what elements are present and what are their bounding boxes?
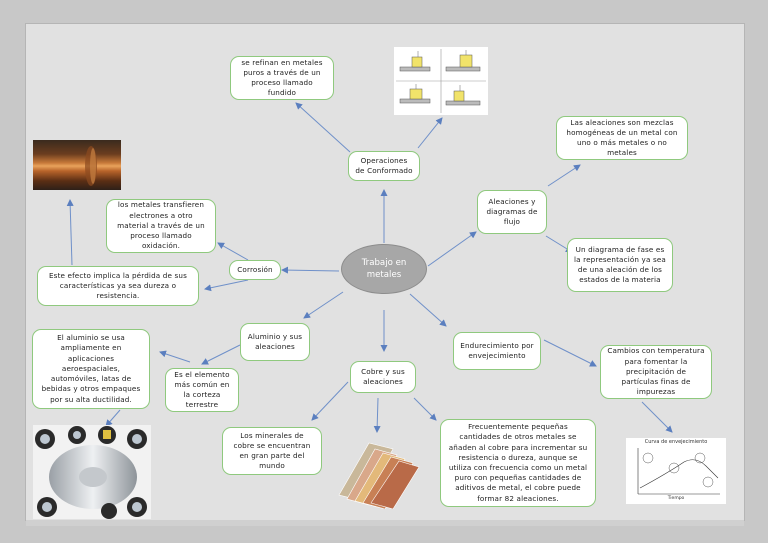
node-corrosion[interactable]: Corrosión (229, 260, 281, 280)
aging-chart-xlabel: Tiempo (667, 496, 685, 501)
central-topic[interactable]: Trabajo en metales (341, 244, 427, 294)
node-minerales-cobre-text: Los minerales de cobre se encuentran en … (233, 430, 311, 471)
node-cambios-temp[interactable]: Cambios con temperatura para fomentar la… (600, 345, 712, 399)
node-metales-transfieren-text: los metales transfieren electrones a otr… (117, 200, 205, 251)
node-efecto-text: Este efecto implica la pérdida de sus ca… (48, 270, 187, 301)
node-cambios-temp-text: Cambios con temperatura para fomentar la… (607, 346, 705, 397)
node-elemento-comun-text: Es el elemento más común en la corteza t… (174, 369, 230, 410)
aging-chart-title: Curva de envejecimiento (644, 439, 708, 445)
node-aluminio-text: Aluminio y sus aleaciones (247, 331, 303, 351)
node-metales-transfieren[interactable]: los metales transfieren electrones a otr… (106, 199, 216, 253)
node-aluminio[interactable]: Aluminio y sus aleaciones (240, 323, 310, 361)
central-topic-label: Trabajo en metales (361, 257, 407, 280)
image-curva-envejecimiento: Curva de envejecimiento Tiempo (626, 438, 726, 504)
node-cobre[interactable]: Cobre y sus aleaciones (350, 361, 416, 393)
node-diagrama-fase-text: Un diagrama de fase es la representación… (574, 244, 666, 285)
node-aleaciones-text: Aleaciones y diagramas de flujo (486, 196, 538, 227)
node-efecto[interactable]: Este efecto implica la pérdida de sus ca… (37, 266, 199, 306)
node-refinan[interactable]: se refinan en metales puros a través de … (230, 56, 334, 100)
image-conformado-diagram (394, 47, 488, 115)
node-endurecimiento-text: Endurecimiento por envejecimiento (460, 340, 534, 360)
node-minerales-cobre[interactable]: Los minerales de cobre se encuentran en … (222, 427, 322, 475)
node-endurecimiento[interactable]: Endurecimiento por envejecimiento (453, 332, 541, 370)
node-operaciones-text: Operaciones de Conformado (355, 155, 413, 175)
node-aleaciones[interactable]: Aleaciones y diagramas de flujo (477, 190, 547, 234)
node-aluminio-usos[interactable]: El aluminio se usa ampliamente en aplica… (32, 329, 150, 409)
node-aleaciones-desc-text: Las aleaciones son mezclas homogéneas de… (566, 117, 678, 158)
image-cobre-muestras (335, 437, 423, 509)
node-operaciones[interactable]: Operaciones de Conformado (348, 151, 420, 181)
node-refinan-text: se refinan en metales puros a través de … (241, 57, 323, 98)
node-corrosion-text: Corrosión (237, 264, 273, 274)
canvas-bottom-border (26, 520, 744, 526)
image-corroded-pipe (33, 140, 121, 190)
node-aluminio-usos-text: El aluminio se usa ampliamente en aplica… (41, 333, 141, 404)
node-cobre-text: Cobre y sus aleaciones (361, 366, 405, 386)
image-aluminio-collage (33, 425, 151, 519)
node-cobre-desc-text: Frecuentemente pequeñas cantidades de ot… (448, 422, 588, 503)
node-cobre-desc[interactable]: Frecuentemente pequeñas cantidades de ot… (440, 419, 596, 507)
node-aleaciones-desc[interactable]: Las aleaciones son mezclas homogéneas de… (556, 116, 688, 160)
node-diagrama-fase[interactable]: Un diagrama de fase es la representación… (567, 238, 673, 292)
node-elemento-comun[interactable]: Es el elemento más común en la corteza t… (165, 368, 239, 412)
